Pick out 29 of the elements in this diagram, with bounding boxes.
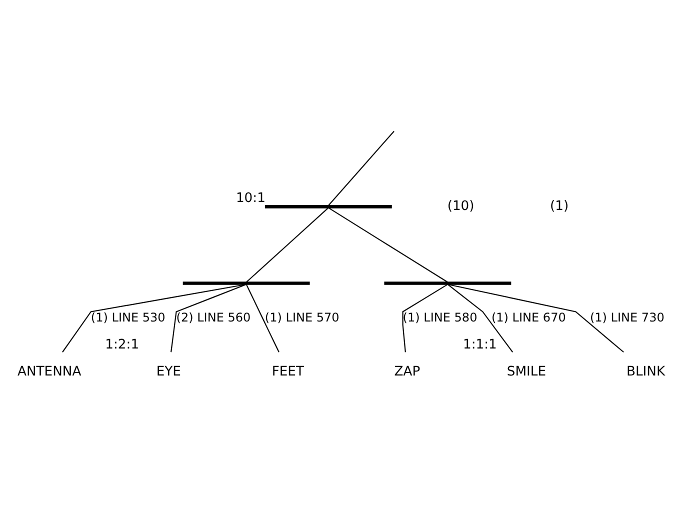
edge-label: (1) LINE 580: [402, 310, 478, 324]
label: (1): [550, 198, 569, 214]
node-text: ANTENNA: [17, 364, 82, 379]
connector: [402, 283, 448, 352]
connector: [62, 283, 246, 352]
edge-label: (1) LINE 530: [90, 310, 166, 324]
label: (10): [447, 198, 474, 214]
edge-label: (2) LINE 560: [176, 310, 251, 324]
connector: [246, 206, 329, 282]
connector: [328, 130, 394, 206]
edge-label: (1) LINE 670: [491, 310, 566, 324]
node-bar: [182, 281, 310, 284]
node-label: 10:1: [236, 190, 266, 206]
node-bar: [264, 204, 392, 208]
edge-label: (1) LINE 570: [264, 310, 340, 324]
node-label: 1:2:1: [105, 337, 140, 352]
connector: [246, 284, 280, 352]
node-text: ZAP: [394, 364, 420, 379]
node-text: SMILE: [506, 364, 546, 379]
connector: [447, 284, 514, 352]
node-text: EYE: [156, 364, 181, 379]
node-label: 1:1:1: [463, 337, 497, 352]
node-text: FEET: [272, 364, 304, 379]
edge-label: (1) LINE 730: [590, 310, 664, 324]
node-bar: [384, 281, 512, 284]
connector: [448, 283, 624, 352]
connector: [170, 283, 246, 352]
node-text: BLINK: [626, 364, 666, 379]
connector: [328, 206, 448, 282]
